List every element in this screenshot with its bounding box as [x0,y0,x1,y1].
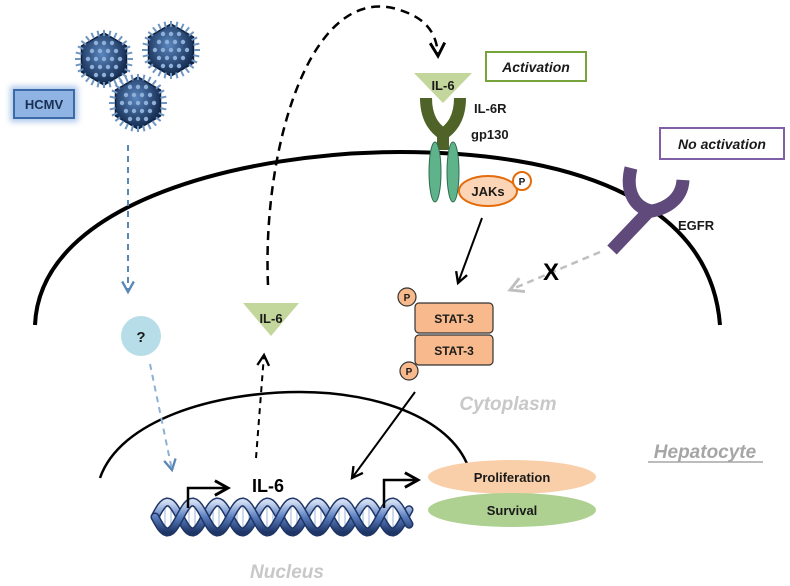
jaks-label: JAKs [471,184,504,199]
target-gene-promoter-arrow [382,480,418,508]
il6-ligand: IL-6 [414,73,472,103]
nuclear-envelope [98,390,472,479]
activation-label: Activation [501,59,570,75]
stat3-to-dna-arrow [352,391,416,478]
no-activation-label: No activation [678,136,766,152]
gp130-label: gp130 [471,127,509,142]
virus-particle-icon [109,74,167,132]
stat3-upper-phospho-label: P [404,293,411,304]
il6-cytoplasm-protein: IL-6 [243,303,299,336]
egfr-blocked-arrow [510,250,601,290]
egfr-label: EGFR [678,218,715,233]
hcmv-label: HCMV [25,97,64,112]
nucleus-label: Nucleus [250,562,324,583]
stat3-dimer: STAT-3 STAT-3 P P [397,287,494,381]
jaks-phospho-label: P [519,177,526,188]
survival-outcome: Survival [428,493,596,527]
gp130-right-icon [446,141,460,203]
unknown-mediator: ? [121,316,161,356]
gp130-left-icon [428,141,442,203]
jaks-kinase: JAKs P [458,171,532,207]
activation-box: Activation [485,51,587,82]
proliferation-outcome: Proliferation [428,460,596,494]
block-x-mark: X [543,259,559,286]
stat3-upper-label: STAT-3 [434,312,474,326]
il6-cytoplasm-label: IL-6 [259,311,282,326]
il6-gene-label: IL-6 [252,476,284,496]
unknown-mediator-label: ? [136,329,145,346]
hcmv-label-box: HCMV [10,86,78,122]
hepatocyte-label-group: Hepatocyte [648,442,763,463]
il6-transcription-arrow [255,355,264,459]
dna-helix-icon [150,497,414,537]
jaks-to-stat3-arrow [458,217,483,283]
no-activation-box: No activation [659,127,785,160]
mediator-to-promoter-arrow [149,363,172,470]
cytoplasm-label: Cytoplasm [459,394,556,415]
stat3-lower-label: STAT-3 [434,344,474,358]
il6r-label: IL-6R [474,101,507,116]
proliferation-label: Proliferation [474,470,551,485]
survival-label: Survival [487,503,538,518]
il6-promoter-arrow [186,488,228,508]
egfr-receptor-icon [607,166,690,255]
stat3-lower-phospho-label: P [406,367,413,378]
virus-particle-icon [75,30,133,88]
hepatocyte-label: Hepatocyte [654,442,757,463]
il6r-receptor-icon [420,97,466,150]
cell-membrane [33,149,722,326]
virus-particle-icon [142,21,200,79]
il6-ligand-label: IL-6 [431,78,454,93]
il6-secretion-arrow [266,5,438,286]
